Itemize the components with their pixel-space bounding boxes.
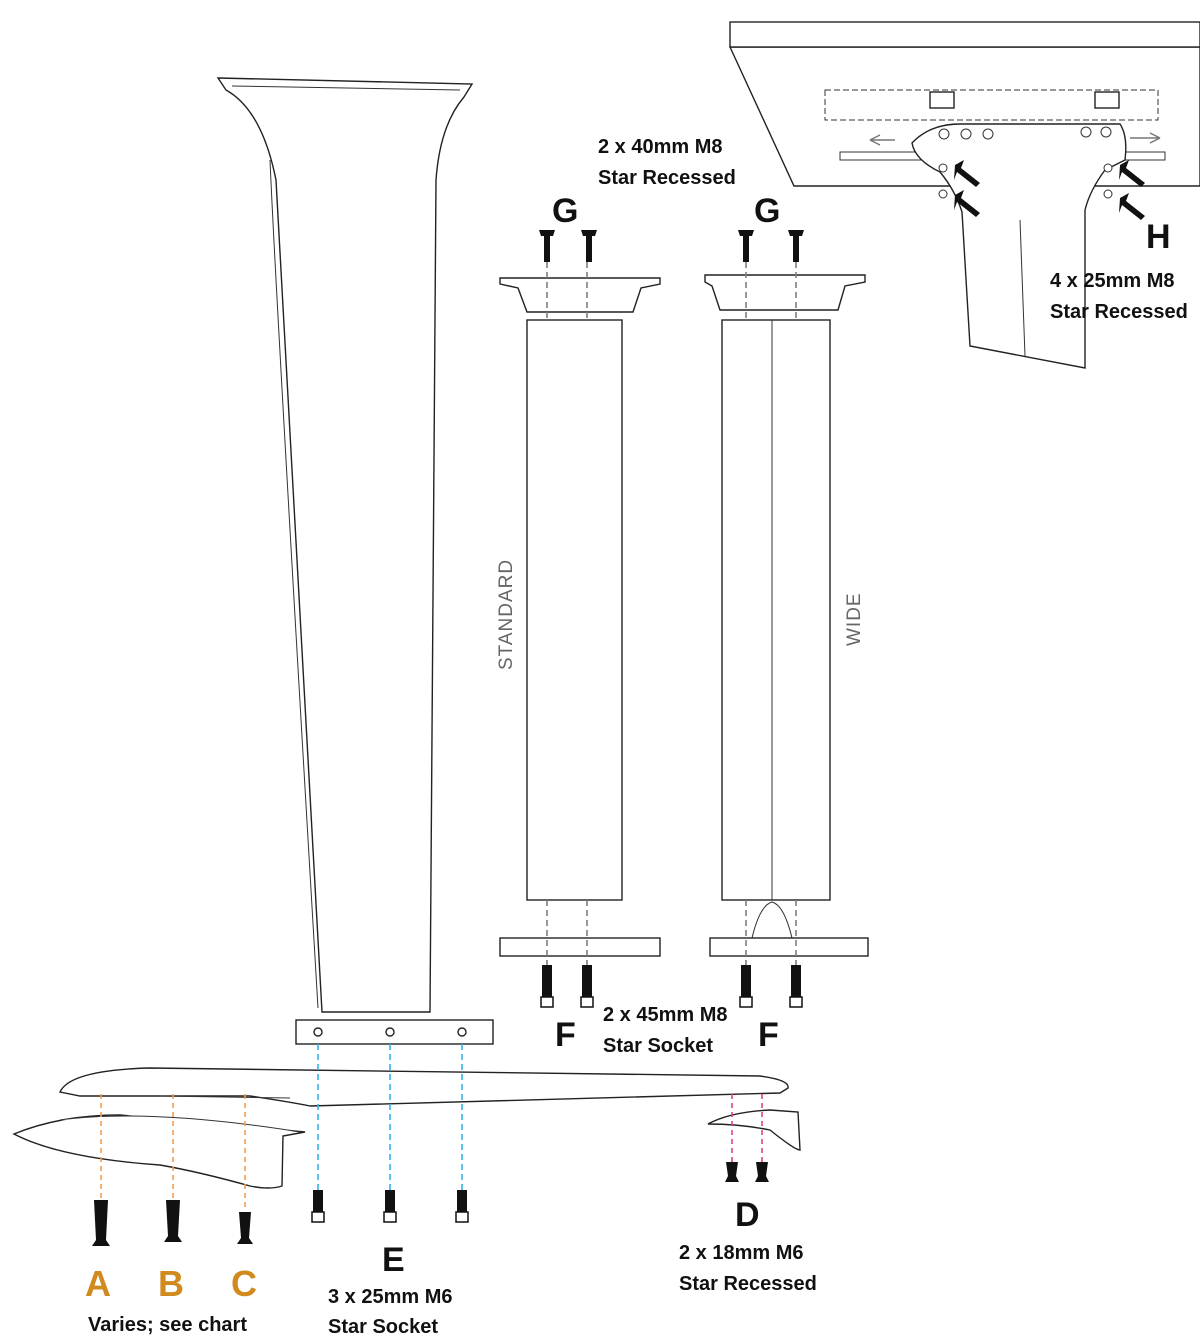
label-b: B	[158, 1263, 184, 1304]
f-spec-line2: Star Socket	[603, 1035, 713, 1057]
d-spec-line2: Star Recessed	[679, 1273, 817, 1295]
abc-note: Varies; see chart	[88, 1314, 247, 1336]
main-mast	[216, 77, 494, 1045]
fuselage	[58, 1067, 789, 1107]
mast-type-standard: STANDARD	[496, 559, 517, 670]
label-g-standard: G	[552, 192, 578, 230]
guide-lines	[100, 262, 797, 1210]
mast-type-wide: WIDE	[844, 592, 865, 646]
bolts-f	[540, 965, 803, 1008]
e-spec-line1: 3 x 25mm M6	[328, 1286, 453, 1308]
label-d: D	[735, 1196, 760, 1234]
label-h: H	[1146, 218, 1171, 256]
g-spec-line1: 2 x 40mm M8	[598, 136, 723, 158]
standard-mast-assembly	[499, 277, 661, 957]
label-e: E	[382, 1241, 405, 1279]
label-g-wide: G	[754, 192, 780, 230]
label-c: C	[231, 1263, 257, 1304]
rear-stabilizer	[707, 1109, 801, 1151]
board-mount-detail	[728, 21, 1200, 369]
front-wing	[12, 1114, 306, 1189]
label-f-wide: F	[758, 1016, 779, 1054]
bolts-abc	[92, 1200, 253, 1246]
bolts-d	[725, 1162, 769, 1182]
f-spec-line1: 2 x 45mm M8	[603, 1004, 728, 1026]
e-spec-line2: Star Socket	[328, 1316, 438, 1338]
h-spec-line2: Star Recessed	[1050, 301, 1188, 323]
wide-mast-assembly	[704, 274, 869, 957]
label-a: A	[85, 1263, 111, 1304]
label-f-standard: F	[555, 1016, 576, 1054]
g-spec-line2: Star Recessed	[598, 167, 736, 189]
h-spec-line1: 4 x 25mm M8	[1050, 270, 1175, 292]
d-spec-line1: 2 x 18mm M6	[679, 1242, 804, 1264]
pointer-arrows	[954, 160, 1145, 220]
bolts-e	[311, 1190, 469, 1223]
bolts-g	[539, 230, 804, 262]
